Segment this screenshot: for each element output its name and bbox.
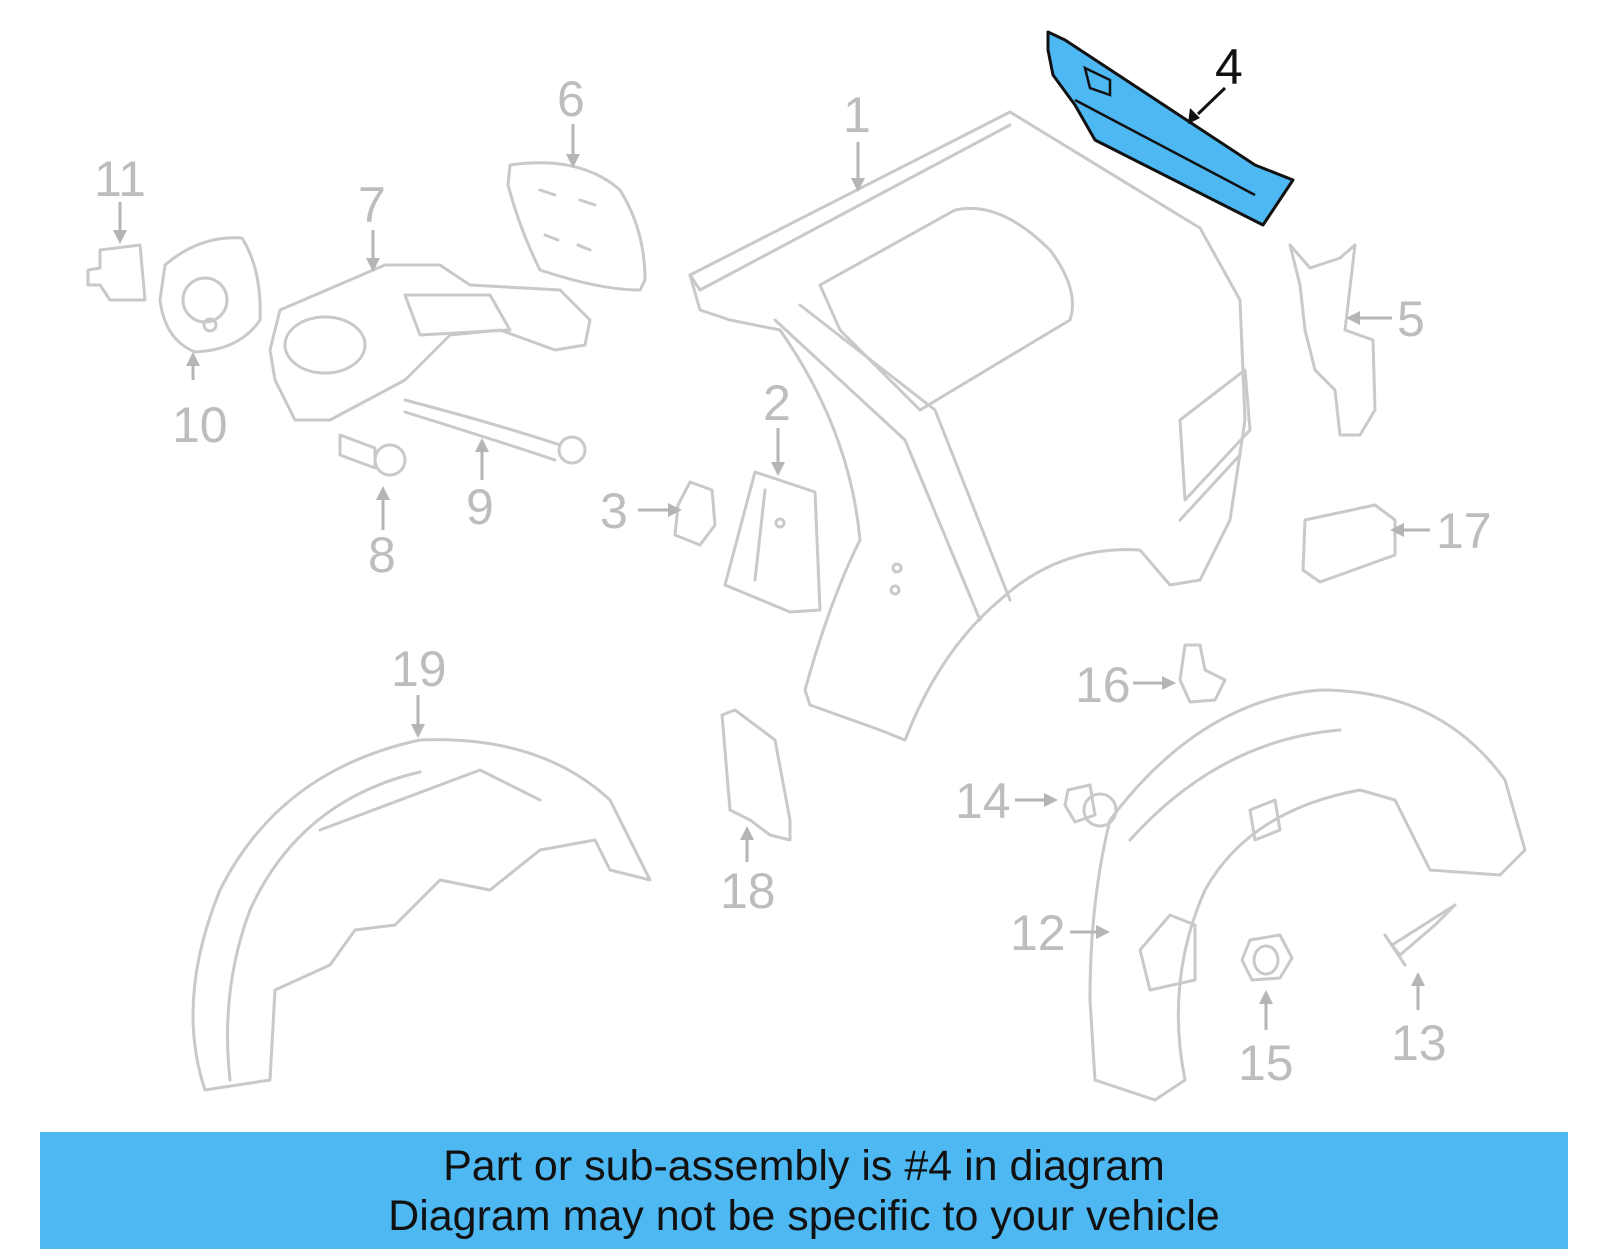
part-12-wheel-liner (1088, 688, 1527, 1102)
part-9-cable (403, 398, 587, 465)
callout-17: 17 (1436, 503, 1492, 559)
callout-arrow-4 (1188, 86, 1227, 124)
part-14-clip (1063, 783, 1118, 828)
part-11-actuator (86, 243, 147, 302)
callout-5: 5 (1397, 291, 1425, 347)
part-18-bracket (720, 708, 792, 842)
callout-9: 9 (466, 479, 494, 535)
callout-6: 6 (557, 71, 585, 127)
callout-arrows (113, 124, 1430, 1030)
part-5-bracket (1288, 243, 1377, 437)
part-7-fuel-housing (268, 263, 592, 422)
callout-4: 4 (1215, 39, 1243, 95)
callout-8: 8 (368, 527, 396, 583)
part-4-highlighted (1046, 30, 1295, 227)
banner-line-1: Part or sub-assembly is #4 in diagram (443, 1141, 1165, 1190)
callout-14: 14 (955, 773, 1011, 829)
callout-18: 18 (720, 863, 776, 919)
callout-19: 19 (391, 641, 447, 697)
callout-15: 15 (1238, 1035, 1294, 1091)
part-2-bracket (723, 470, 822, 614)
part-15-nut (1240, 933, 1294, 982)
callout-10: 10 (172, 397, 228, 453)
callout-2: 2 (763, 375, 791, 431)
part-10-filler-seal (158, 236, 262, 354)
callout-7: 7 (358, 177, 386, 233)
part-16-clip (1178, 643, 1227, 704)
callout-16: 16 (1075, 657, 1131, 713)
banner-line-2: Diagram may not be specific to your vehi… (388, 1191, 1220, 1240)
callout-3: 3 (600, 483, 628, 539)
part-17-pad (1301, 503, 1397, 584)
callout-1: 1 (843, 87, 871, 143)
part-1-quarter-panel (688, 110, 1252, 742)
part-6-fuel-door (506, 161, 647, 292)
part-13-screw (1383, 903, 1457, 967)
callout-11: 11 (94, 151, 146, 207)
part-3-clip (673, 480, 717, 547)
info-banner: Part or sub-assembly is #4 in diagram Di… (40, 1132, 1568, 1249)
part-8-bolt (338, 433, 407, 477)
part-19-wheel-liner (191, 738, 652, 1092)
callout-13: 13 (1391, 1015, 1447, 1071)
callout-12: 12 (1010, 905, 1066, 961)
